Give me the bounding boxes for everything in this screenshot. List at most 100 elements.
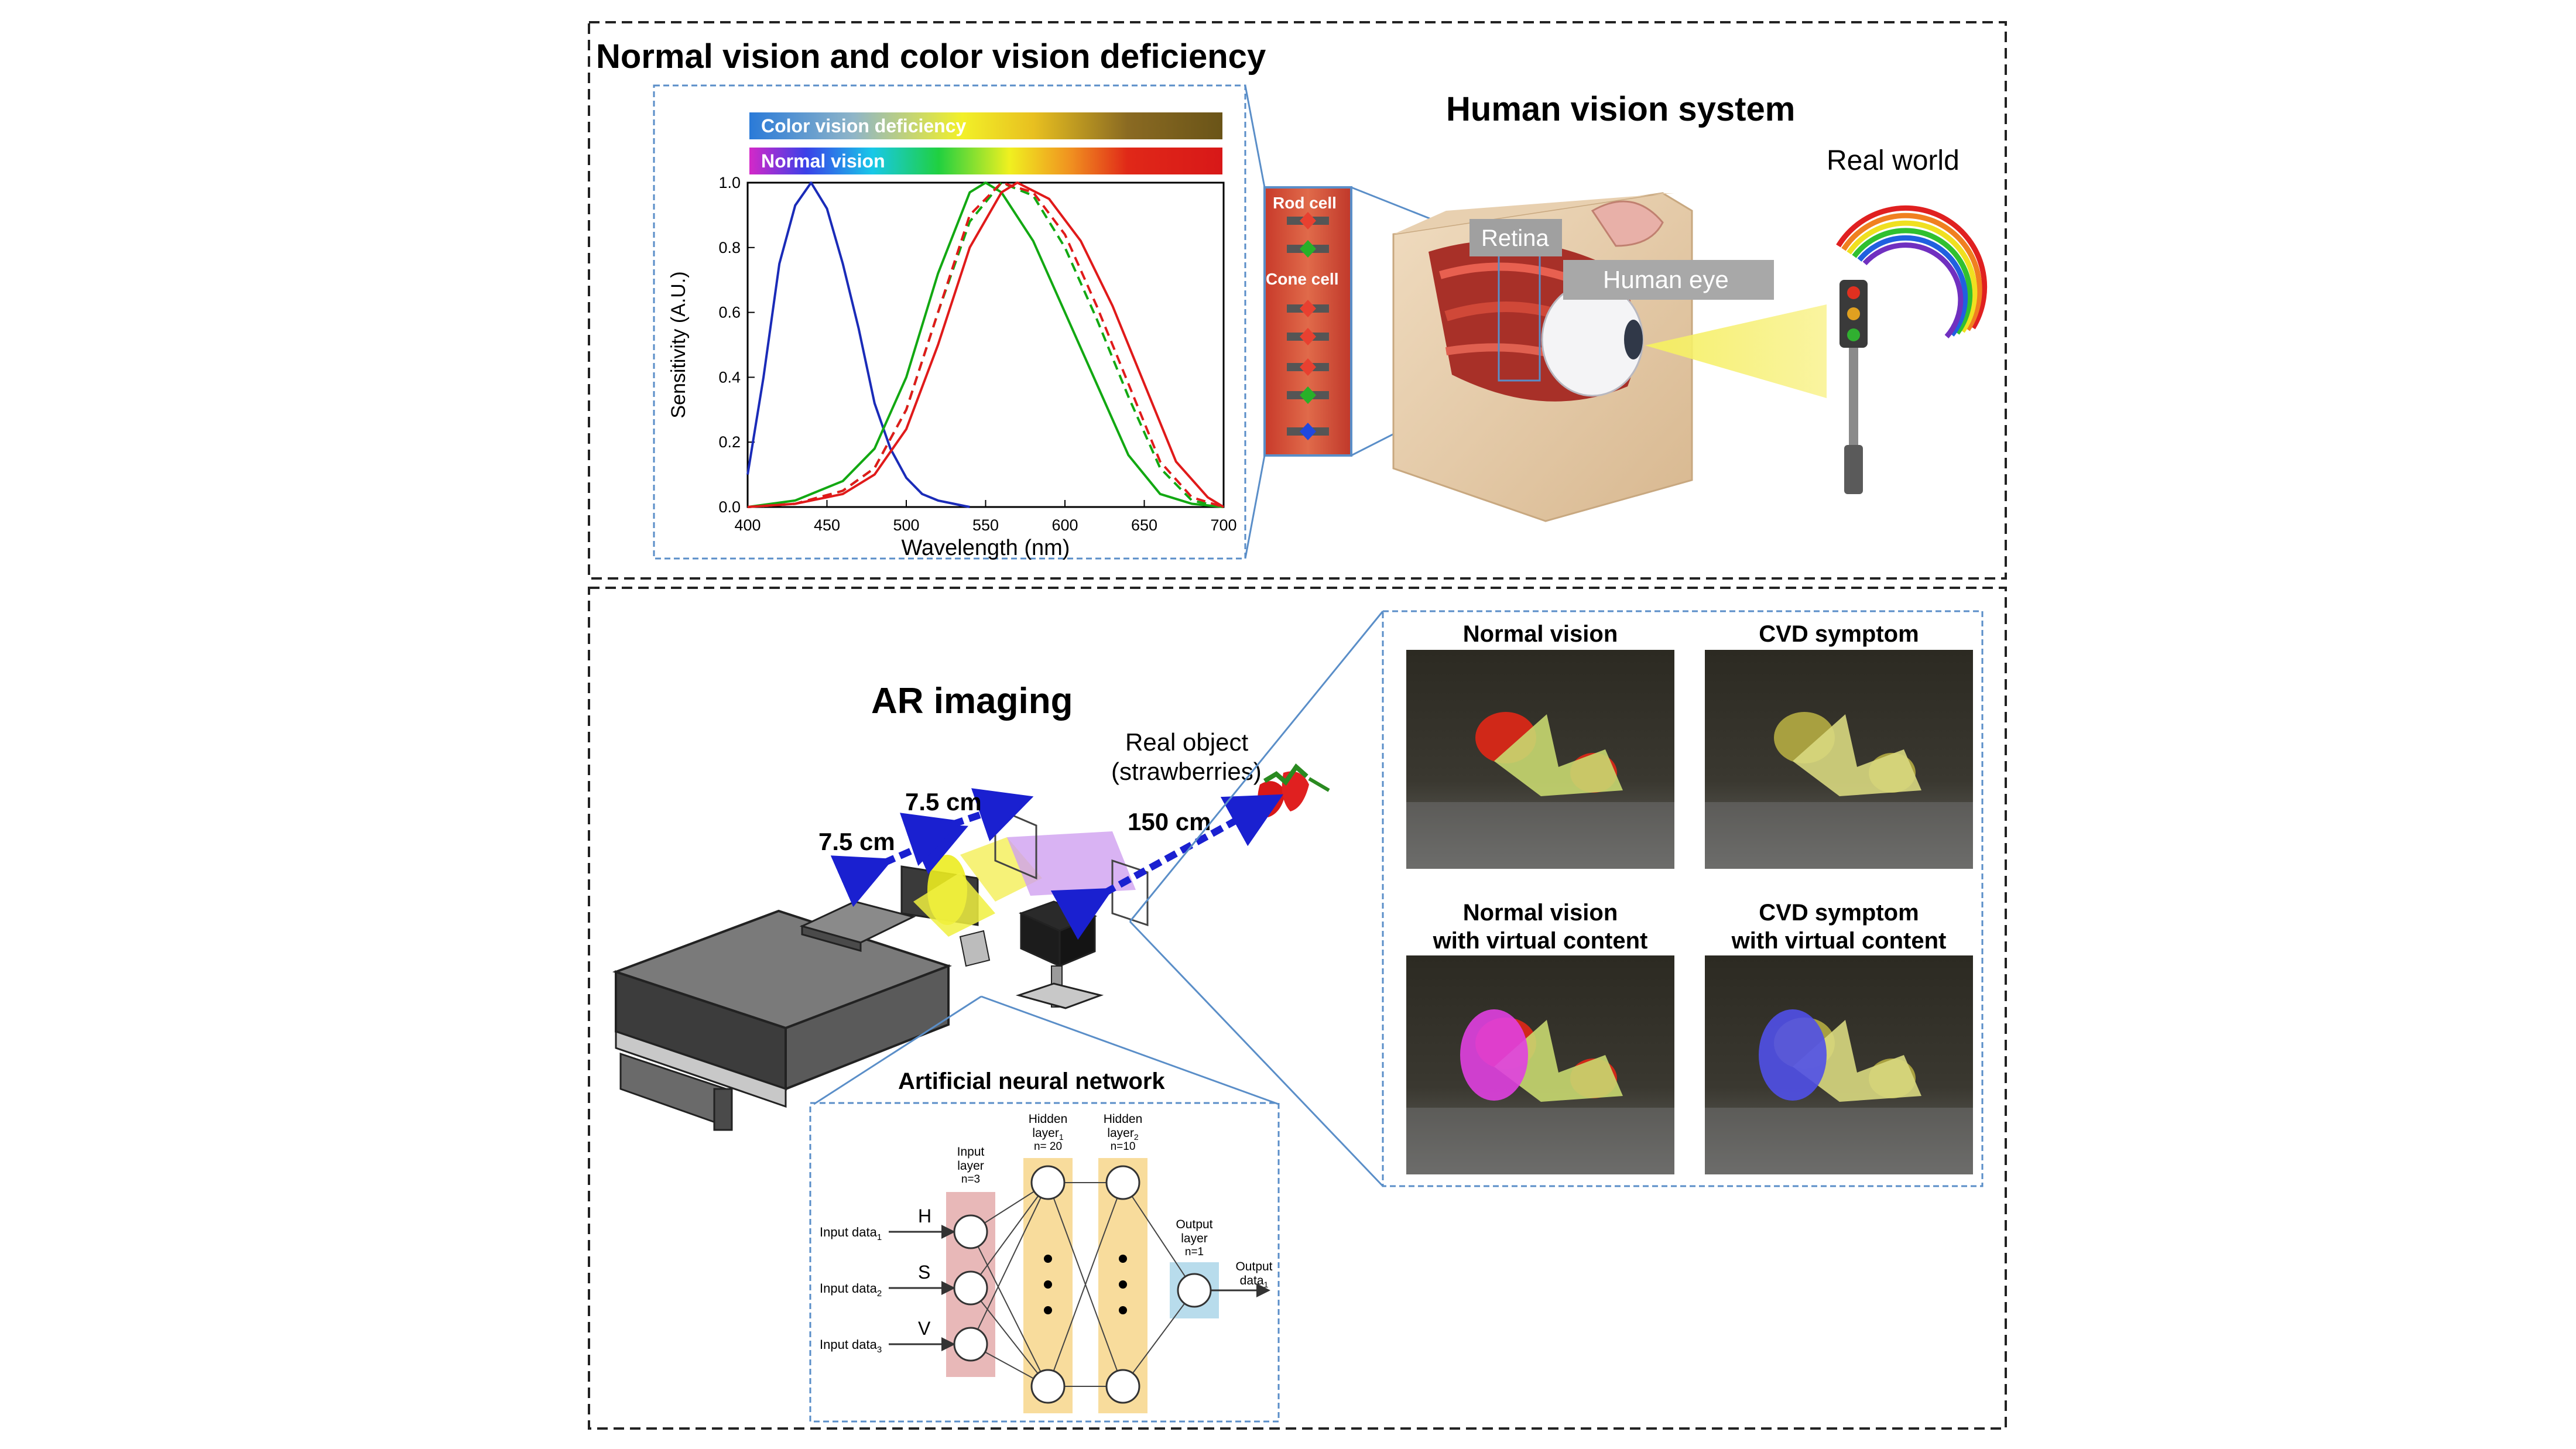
input-data-label: Input data3 <box>820 1337 882 1355</box>
photo-connector-bottom <box>1129 920 1384 1187</box>
photo-title: CVD symptom <box>1759 621 1919 647</box>
hidden-node <box>1030 1165 1066 1200</box>
edge <box>1122 1290 1195 1387</box>
y-tick-label: 1.0 <box>718 174 741 191</box>
y-tick-label: 0.2 <box>718 433 741 451</box>
ellipsis-dot <box>1119 1255 1127 1263</box>
distance-label-1: 7.5 cm <box>818 828 895 855</box>
series-line-5 <box>747 181 1225 508</box>
leaves <box>1793 1020 1921 1102</box>
distance-label-3: 150 cm <box>1128 808 1211 835</box>
photo-floor <box>1406 1108 1674 1174</box>
strawberries-icon <box>1258 763 1330 817</box>
layer-size: n=10 <box>1111 1140 1136 1153</box>
photo-panel-frame <box>1382 610 1984 1187</box>
photo-title: CVD symptom <box>1759 900 1919 926</box>
hidden-node <box>1030 1369 1066 1404</box>
input-node <box>953 1270 988 1306</box>
virtual-content <box>1460 1009 1528 1101</box>
y-tick-label: 0.0 <box>718 498 741 516</box>
layer-header: Output <box>1176 1218 1212 1231</box>
ellipsis-dot <box>1044 1255 1052 1263</box>
rainbow-icon <box>1836 205 1988 338</box>
ann-title: Artificial neural network <box>898 1068 1165 1094</box>
hidden-node <box>1105 1165 1140 1200</box>
layer-header: layer1 <box>1032 1126 1064 1142</box>
light-beam <box>1645 304 1827 398</box>
ann-connector-left <box>813 995 982 1105</box>
x-tick-label: 700 <box>1210 516 1236 534</box>
retina-label: Retina <box>1481 225 1549 251</box>
ar-imaging-title: AR imaging <box>871 681 1073 721</box>
edge <box>970 1182 1049 1345</box>
x-tick-label: 550 <box>972 516 999 534</box>
layer-header: Hidden <box>1029 1112 1068 1126</box>
ann-connector-right <box>981 995 1279 1105</box>
leaves <box>1494 1020 1623 1102</box>
traffic-light-icon <box>1839 280 1868 494</box>
real-object-label-2: (strawberries) <box>1111 758 1262 785</box>
ann-panel-frame <box>809 1102 1280 1423</box>
layer-header: layer <box>957 1159 984 1173</box>
x-tick-label: 650 <box>1131 516 1157 534</box>
photo-floor <box>1406 802 1674 869</box>
series-line-3 <box>747 181 1224 508</box>
spectrum-chart-frame <box>653 84 1246 560</box>
photo-title: Normal vision <box>1463 621 1618 647</box>
human-vision-system-title: Human vision system <box>1446 90 1795 128</box>
y-tick-label: 0.8 <box>718 239 741 256</box>
cvd-spectrum-bar <box>749 112 1222 139</box>
series-line-4 <box>747 181 1224 508</box>
zoom-connector-top <box>1244 85 1266 188</box>
distance-arrow-3 <box>1050 794 1284 940</box>
top-panel-frame <box>588 21 2007 580</box>
series-line-1 <box>746 181 970 508</box>
retina-label-box <box>1469 219 1562 256</box>
virtual-content <box>1759 1009 1827 1101</box>
top-panel-title: Normal vision and color vision deficienc… <box>596 37 1266 76</box>
normal-spectrum-label: Normal vision <box>761 150 885 172</box>
distance-label-2: 7.5 cm <box>905 788 982 816</box>
plot-area <box>746 181 1225 508</box>
edge <box>1122 1182 1195 1291</box>
x-tick-label: 500 <box>893 516 919 534</box>
photo-floor <box>1705 802 1973 869</box>
normal-spectrum-bar <box>749 148 1222 174</box>
input-letter: H <box>918 1205 931 1227</box>
x-tick-label: 600 <box>1051 516 1078 534</box>
bottom-panel-frame <box>588 587 2007 1430</box>
input-data-label: Input data2 <box>820 1281 882 1299</box>
ellipsis-dot <box>1119 1280 1127 1289</box>
cone-cell-label: Cone cell <box>1266 270 1338 288</box>
layer-size: n= 20 <box>1034 1140 1062 1153</box>
x-axis-label: Wavelength (nm) <box>902 536 1070 560</box>
output-node <box>1177 1273 1212 1308</box>
x-tick-label: 400 <box>734 516 761 534</box>
input-node <box>953 1214 988 1249</box>
y-tick-label: 0.6 <box>718 304 741 321</box>
input-letter: S <box>918 1262 930 1283</box>
edge <box>970 1231 1049 1387</box>
output-data-label: data1 <box>1240 1274 1269 1289</box>
ellipsis-dot <box>1044 1306 1052 1314</box>
distance-arrow-2 <box>899 788 1034 866</box>
photo-floor <box>1705 1108 1973 1174</box>
photoreceptor-cells <box>1287 212 1329 440</box>
y-axis-label: Sensitivity (A.U.) <box>667 271 690 418</box>
sensitivity-chart: 400 450 500 550 600 650 700 0.0 0.2 0.4 0.6 0.8 1.0W… <box>667 174 1237 560</box>
edge <box>970 1182 1049 1289</box>
x-tick-label: 450 <box>814 516 840 534</box>
series-line-2 <box>747 181 1224 508</box>
output-data-label: Output <box>1235 1260 1272 1273</box>
layer-header: layer <box>1181 1232 1208 1245</box>
hidden-node <box>1105 1369 1140 1404</box>
edge <box>970 1287 1049 1387</box>
y-tick-label: 0.4 <box>718 368 741 386</box>
ellipsis-dot <box>1119 1306 1127 1314</box>
real-object-label-1: Real object <box>1125 728 1248 756</box>
layer-size: n=1 <box>1185 1246 1204 1258</box>
photo-subtitle: with virtual content <box>1731 928 1947 954</box>
